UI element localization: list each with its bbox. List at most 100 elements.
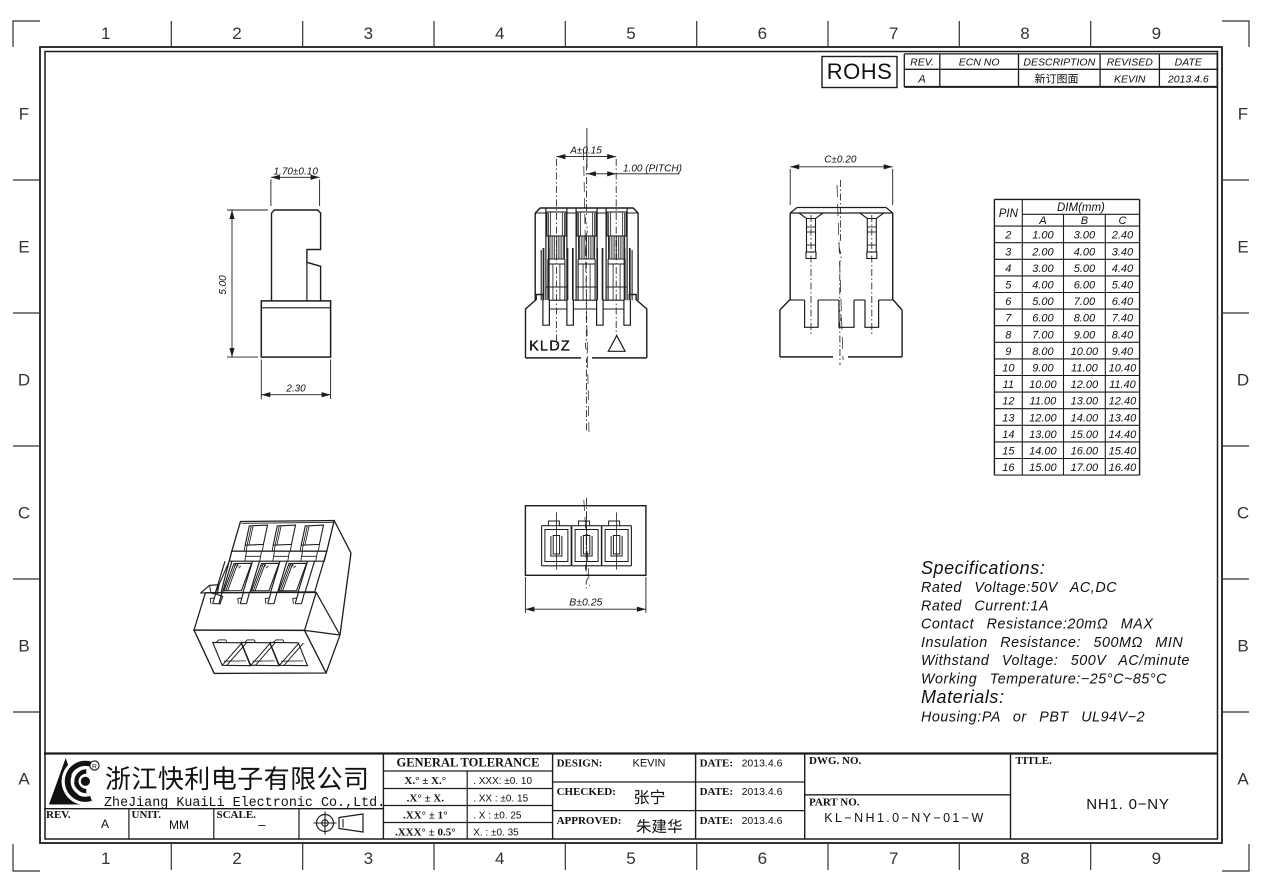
svg-text:KLDZ: KLDZ [529,339,571,355]
svg-text:4.00: 4.00 [1074,246,1096,258]
svg-text:4: 4 [495,24,504,43]
svg-text:3.00: 3.00 [1032,263,1054,275]
svg-text:14.00: 14.00 [1029,446,1057,458]
svg-text:E: E [1237,238,1248,257]
svg-text:16.40: 16.40 [1109,462,1137,474]
svg-text:Housing:PA or PBT UL94V−2: Housing:PA or PBT UL94V−2 [921,710,1145,726]
svg-text:C: C [18,504,30,523]
svg-text:4: 4 [1005,263,1011,275]
svg-text:10.40: 10.40 [1109,363,1137,375]
svg-text:ZheJiang KuaiLi Electronic Co.: ZheJiang KuaiLi Electronic Co.,Ltd. [104,796,385,811]
svg-text:7: 7 [889,849,898,868]
svg-text:5.40: 5.40 [1112,280,1134,292]
svg-text:2: 2 [1004,230,1011,242]
svg-text:11.40: 11.40 [1109,379,1137,391]
svg-text:10.00: 10.00 [1071,346,1099,358]
svg-text:16.00: 16.00 [1071,446,1099,458]
svg-text:UNIT.: UNIT. [132,809,162,821]
svg-text:Insulation Resistance: 500MΩ M: Insulation Resistance: 500MΩ MIN [921,635,1183,651]
svg-text:A: A [917,74,925,86]
svg-text:A: A [1038,215,1046,227]
svg-text:9: 9 [1005,346,1011,358]
svg-text:10: 10 [1002,363,1015,375]
svg-text:SCALE.: SCALE. [217,809,257,821]
svg-text:F: F [1238,105,1248,124]
svg-text:9: 9 [1152,24,1161,43]
svg-text:Working Temperature:−25°C~85°C: Working Temperature:−25°C~85°C [921,672,1167,688]
svg-text:REVISED: REVISED [1107,56,1154,68]
svg-text:DATE:: DATE: [700,815,733,827]
svg-text:9.40: 9.40 [1112,346,1134,358]
svg-text:C±0.20: C±0.20 [824,155,857,166]
svg-text:–: – [258,817,266,832]
svg-text:.X° ± X.: .X° ± X. [407,793,445,805]
svg-text:12.00: 12.00 [1071,379,1099,391]
svg-text:14.00: 14.00 [1071,412,1099,424]
svg-text:Rated Voltage:50V AC,DC: Rated Voltage:50V AC,DC [921,580,1117,596]
svg-text:14: 14 [1002,429,1014,441]
svg-text:DESCRIPTION: DESCRIPTION [1023,56,1095,68]
svg-text:D: D [18,371,30,390]
svg-text:DATE:: DATE: [700,786,733,798]
svg-text:11.00: 11.00 [1030,396,1058,408]
svg-text:7.00: 7.00 [1032,329,1054,341]
svg-text:6.00: 6.00 [1074,280,1096,292]
svg-text:R: R [92,764,97,771]
svg-text:5.00: 5.00 [1032,296,1054,308]
svg-text:C: C [1118,215,1126,227]
svg-text:NH1. 0−NY: NH1. 0−NY [1086,796,1169,813]
svg-text:2013.4.6: 2013.4.6 [742,758,783,770]
svg-text:KEVIN: KEVIN [632,758,665,770]
svg-text:F: F [19,105,29,124]
svg-text:3.40: 3.40 [1112,246,1134,258]
svg-text:C: C [1237,504,1249,523]
svg-text:6.00: 6.00 [1032,313,1054,325]
svg-text:5.00: 5.00 [218,275,229,295]
svg-text:13: 13 [1002,412,1015,424]
svg-text:Specifications:: Specifications: [921,558,1045,578]
svg-text:. XX : ±0. 15: . XX : ±0. 15 [473,794,528,805]
svg-text:1.00 (PITCH): 1.00 (PITCH) [623,164,682,175]
svg-text:15: 15 [1002,446,1015,458]
svg-text:CHECKED:: CHECKED: [557,786,616,798]
svg-text:13.00: 13.00 [1029,429,1057,441]
svg-text:12.40: 12.40 [1109,396,1137,408]
svg-text:8: 8 [1020,849,1029,868]
svg-text:4.00: 4.00 [1032,280,1054,292]
svg-text:A: A [101,817,109,831]
svg-text:X. : ±0. 35: X. : ±0. 35 [473,828,519,839]
svg-text:14.40: 14.40 [1109,429,1137,441]
svg-text:2: 2 [232,24,241,43]
svg-text:2013.4.6: 2013.4.6 [742,815,783,827]
svg-text:15.00: 15.00 [1071,429,1099,441]
svg-text:DWG. NO.: DWG. NO. [809,755,862,767]
svg-text:APPROVED:: APPROVED: [557,815,622,827]
svg-text:7.40: 7.40 [1112,313,1134,325]
svg-text:B: B [18,637,29,656]
svg-text:11.00: 11.00 [1071,363,1099,375]
svg-text:MM: MM [169,818,189,832]
svg-text:16: 16 [1002,462,1015,474]
svg-text:3.00: 3.00 [1074,230,1096,242]
svg-text:8: 8 [1020,24,1029,43]
svg-text:ECN NO: ECN NO [959,56,1000,68]
svg-text:KEVIN: KEVIN [1114,74,1146,86]
svg-text:X.° ± X.°: X.° ± X.° [404,775,446,787]
svg-text:6: 6 [758,849,767,868]
svg-text:3: 3 [364,24,373,43]
svg-text:13.40: 13.40 [1109,412,1137,424]
svg-text:Rated Current:1A: Rated Current:1A [921,598,1049,614]
svg-text:A: A [1237,770,1249,789]
svg-text:1: 1 [101,849,110,868]
svg-text:7: 7 [1005,313,1012,325]
svg-text:6: 6 [1005,296,1012,308]
svg-text:15.40: 15.40 [1109,446,1137,458]
svg-text:12.00: 12.00 [1029,412,1057,424]
svg-text:9.00: 9.00 [1074,329,1096,341]
svg-text:Materials:: Materials: [921,687,1005,707]
svg-text:4.40: 4.40 [1112,263,1134,275]
svg-text:2.00: 2.00 [1031,246,1054,258]
svg-text:A±0.15: A±0.15 [569,145,602,156]
svg-text:5.00: 5.00 [1074,263,1096,275]
svg-text:A: A [18,770,30,789]
